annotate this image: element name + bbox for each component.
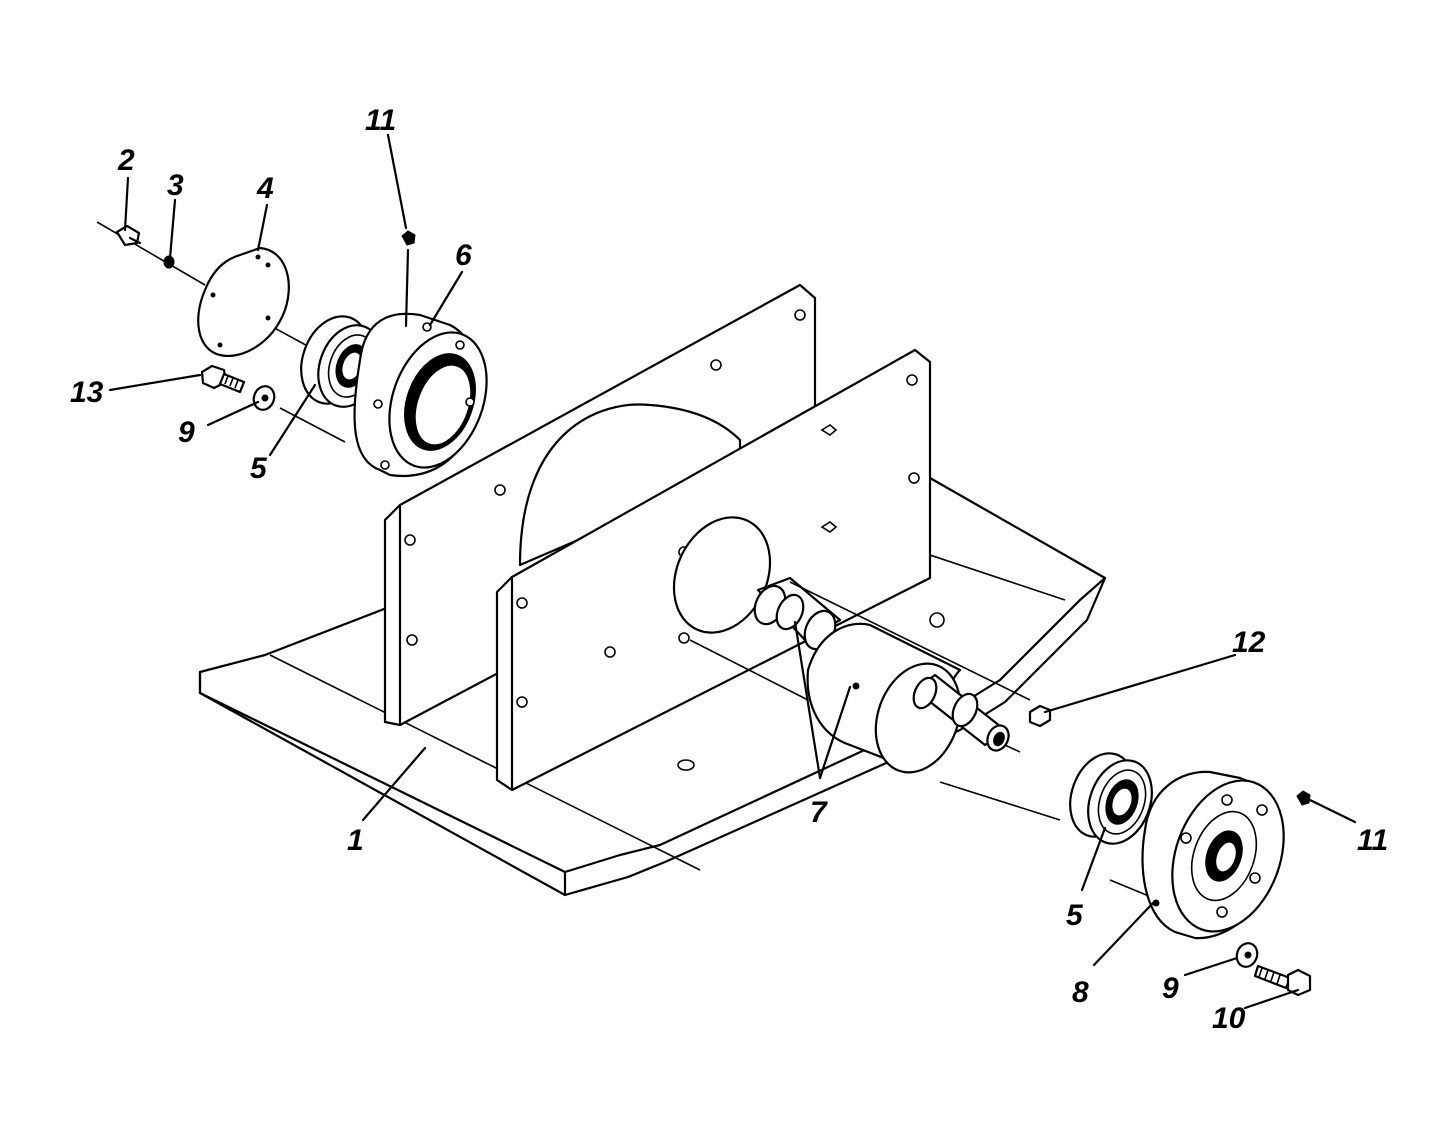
callout-9-right: 9 <box>1162 972 1179 1005</box>
callout-10: 10 <box>1212 1002 1246 1035</box>
front-side-wall <box>495 348 932 792</box>
washer-right-part-9 <box>1235 942 1259 968</box>
callout-2: 2 <box>117 144 135 177</box>
callout-5-right: 5 <box>1066 899 1084 932</box>
washer-left-part-9 <box>252 385 276 411</box>
callout-6: 6 <box>455 239 472 272</box>
eccentric-shaft <box>689 576 1031 774</box>
callout-8: 8 <box>1072 976 1089 1009</box>
plug-part-12 <box>1028 704 1052 728</box>
bolt-part-13 <box>200 364 246 394</box>
bearing-housing-part-8 <box>1141 770 1285 940</box>
callout-7: 7 <box>810 796 828 829</box>
callout-11-left: 11 <box>365 104 396 137</box>
grease-fitting-left-part-11 <box>401 230 416 246</box>
bolt-part-10 <box>1253 964 1312 997</box>
lock-washer-part-3 <box>163 255 175 269</box>
callout-3: 3 <box>167 169 184 202</box>
callout-11-right: 11 <box>1357 824 1388 857</box>
callout-13: 13 <box>70 376 104 409</box>
callout-5-left: 5 <box>250 452 268 485</box>
callout-12: 12 <box>1232 626 1266 659</box>
callout-labels: 2 3 4 11 6 13 9 5 1 7 12 11 5 8 9 10 <box>70 104 1388 1035</box>
leader-lines <box>108 133 1357 1010</box>
eccentric-weight <box>518 403 742 567</box>
callout-9-left: 9 <box>178 416 195 449</box>
callout-1: 1 <box>347 824 364 857</box>
grease-fitting-right-part-11 <box>1296 790 1311 806</box>
screw-part-2 <box>115 224 142 247</box>
bearing-housing-part-6 <box>353 312 488 477</box>
callout-4: 4 <box>256 172 274 205</box>
cover-plate-part-4 <box>197 246 290 357</box>
